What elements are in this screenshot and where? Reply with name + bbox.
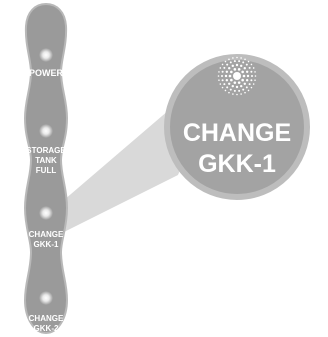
zoom-light-dot <box>245 79 249 82</box>
zoom-light-dot <box>254 75 257 77</box>
zoom-light-dot <box>233 89 236 92</box>
zoom-light-dot <box>219 83 222 85</box>
zoom-light-dot <box>221 75 223 77</box>
zoom-light-dot <box>237 68 241 71</box>
zoom-label-line: CHANGE <box>183 119 291 147</box>
zoom-light-dot <box>224 74 228 78</box>
zoom-light-dot <box>240 57 242 59</box>
zoom-light-dot <box>236 56 238 59</box>
zoom-light-dot <box>248 66 251 69</box>
storage-tank-light-icon <box>39 124 53 138</box>
zoom-light-dot <box>241 70 244 74</box>
zoom-light-center-dot <box>233 72 241 80</box>
zoom-light-dot <box>242 74 246 78</box>
indicator-label-line: CHANGE <box>29 314 64 323</box>
zoom-light-dot <box>244 91 246 94</box>
zoom-light-dot <box>237 81 241 84</box>
zoom-light-dot <box>250 79 253 82</box>
zoom-light-dot <box>225 70 229 73</box>
zoom-light-dot <box>251 75 253 77</box>
zoom-light-dot <box>233 60 236 63</box>
zoom-light-dot <box>221 86 224 89</box>
zoom-light-dot <box>254 71 256 73</box>
zoom-light-dot <box>233 81 237 84</box>
zoom-light-dot <box>228 91 230 94</box>
zoom-light-dot <box>228 82 231 85</box>
zoom-light-dot <box>226 86 229 89</box>
gkk-1-light-icon <box>39 206 53 220</box>
zoom-light-dot <box>252 67 255 69</box>
zoom-light-dot <box>224 60 227 63</box>
zoom-light-dot <box>228 74 232 78</box>
zoom-light-dot <box>223 83 226 86</box>
indicator-label-line: CHANGE <box>29 230 64 239</box>
indicator-change-gkk-1: CHANGE GKK-1 <box>29 206 64 249</box>
zoom-light-dot <box>240 93 242 95</box>
zoom-light-dot <box>245 63 248 66</box>
zoom-light-dot <box>226 63 229 66</box>
zoom-light-dot <box>245 86 248 89</box>
zoom-light-dot <box>217 75 220 77</box>
zoom-light-dot <box>218 71 220 73</box>
zoom-light-dot <box>243 82 246 85</box>
zoom-light-dot <box>230 78 233 82</box>
zoom-light-dot <box>238 89 241 92</box>
indicator-label-line: GKK-2 <box>34 324 59 333</box>
zoom-light-dot <box>235 63 239 67</box>
zoom-light-dot <box>246 74 250 78</box>
zoom-light-dot <box>228 67 231 70</box>
zoom-light-dot <box>250 70 253 73</box>
zoom-label-line: GKK-1 <box>198 150 276 178</box>
zoom-light-dot <box>228 58 230 61</box>
zoom-light-dot <box>242 61 245 64</box>
zoom-light-dot <box>232 93 234 95</box>
zoom-light-dot <box>250 63 253 66</box>
indicator-label-line: TANK <box>35 156 57 165</box>
zoom-light-dot <box>221 70 224 73</box>
indicator-label-line: STORAGE <box>26 146 66 155</box>
zoom-light-dot <box>229 61 232 64</box>
zoom-light-dot <box>238 60 241 63</box>
zoom-light-dot <box>223 66 226 69</box>
indicator-label-line: POWER <box>29 68 64 78</box>
indicator-label-line: FULL <box>36 166 57 175</box>
indicator-power: POWER <box>29 48 64 78</box>
zoom-light-dot <box>230 70 233 74</box>
indicator-label-line: GKK-1 <box>34 240 59 249</box>
zoom-light-dot <box>243 67 246 70</box>
zoom-light-dot <box>247 89 250 92</box>
zoom-light-dot <box>232 57 234 59</box>
zoom-light-dot <box>248 83 251 86</box>
zoom-light-icon <box>217 56 257 96</box>
zoom-light-dot <box>224 89 227 92</box>
zoom-light-dot <box>233 68 237 71</box>
indicator-strip <box>23 2 69 335</box>
zoom-light-dot <box>231 64 234 68</box>
zoom-light-dot <box>235 85 239 89</box>
zoom-light-dot <box>221 63 224 66</box>
zoom-light-dot <box>218 79 220 81</box>
zoom-light-dot <box>229 88 232 91</box>
zoom-light-dot <box>254 79 256 81</box>
power-light-icon <box>39 48 53 62</box>
zoom-light-dot <box>247 60 250 63</box>
zoom-callout: CHANGE GKK-1 <box>164 54 310 200</box>
zoom-light-dot <box>241 78 244 82</box>
zoom-light-dot <box>252 83 255 85</box>
zoom-light-dot <box>250 86 253 89</box>
indicator-change-gkk-2: CHANGE GKK-2 <box>29 291 64 333</box>
gkk-2-light-icon <box>39 291 53 305</box>
zoom-light-dot <box>231 84 234 88</box>
zoom-light-dot <box>225 79 229 82</box>
zoom-light-dot <box>219 67 222 69</box>
indicator-storage-tank-full: STORAGE TANK FULL <box>26 124 66 175</box>
zoom-light-dot <box>244 58 246 61</box>
zoom-light-dot <box>221 79 224 82</box>
zoom-light-dot <box>240 64 243 68</box>
zoom-light-dot <box>236 93 238 96</box>
zoom-light-dot <box>240 84 243 88</box>
zoom-light-dot <box>242 88 245 91</box>
zoom-light-dot <box>245 70 249 73</box>
